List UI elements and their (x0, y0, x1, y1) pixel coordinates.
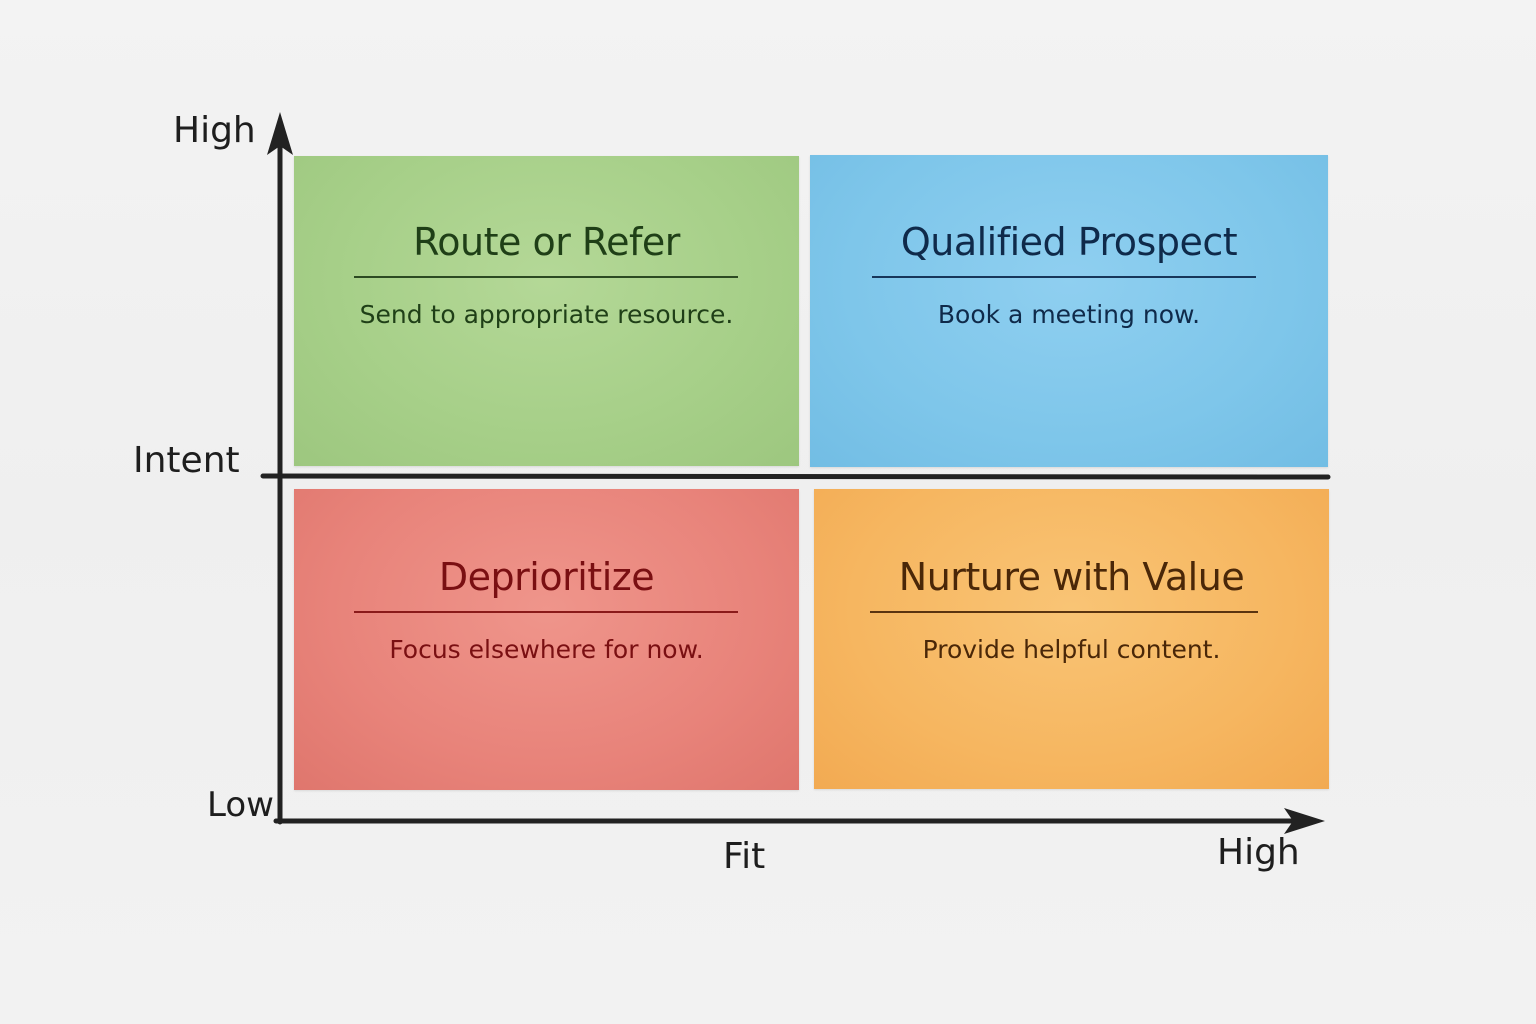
y-axis-high-label: High (173, 110, 256, 151)
y-axis-name-label: Intent (133, 440, 240, 481)
x-axis-high-label: High (1217, 832, 1300, 873)
x-axis-arrow-icon (1284, 808, 1325, 834)
quadrant-subtitle: Focus elsewhere for now. (389, 635, 704, 664)
intent-divider-line (260, 473, 1331, 480)
quadrant-nurture-with-value: Nurture with Value Provide helpful conte… (814, 489, 1329, 789)
quadrant-subtitle: Provide helpful content. (922, 635, 1221, 664)
y-axis-arrow-icon (267, 112, 293, 155)
quadrant-divider (870, 611, 1258, 613)
quadrant-qualified-prospect: Qualified Prospect Book a meeting now. (810, 155, 1328, 467)
quadrant-title: Nurture with Value (898, 555, 1245, 599)
quadrant-divider (354, 276, 738, 278)
quadrant-subtitle: Book a meeting now. (937, 300, 1201, 329)
x-axis-name-label: Fit (723, 836, 766, 877)
quadrant-title: Route or Refer (413, 220, 680, 264)
quadrant-title: Qualified Prospect (900, 220, 1238, 264)
quadrant-divider (354, 611, 738, 613)
quadrant-subtitle: Send to appropriate resource. (359, 300, 734, 329)
y-axis-low-label: Low (207, 785, 274, 825)
quadrant-divider (872, 276, 1256, 278)
quadrant-deprioritize: Deprioritize Focus elsewhere for now. (294, 489, 799, 790)
quadrant-title: Deprioritize (438, 555, 655, 599)
quadrant-route-or-refer: Route or Refer Send to appropriate resou… (294, 156, 799, 466)
